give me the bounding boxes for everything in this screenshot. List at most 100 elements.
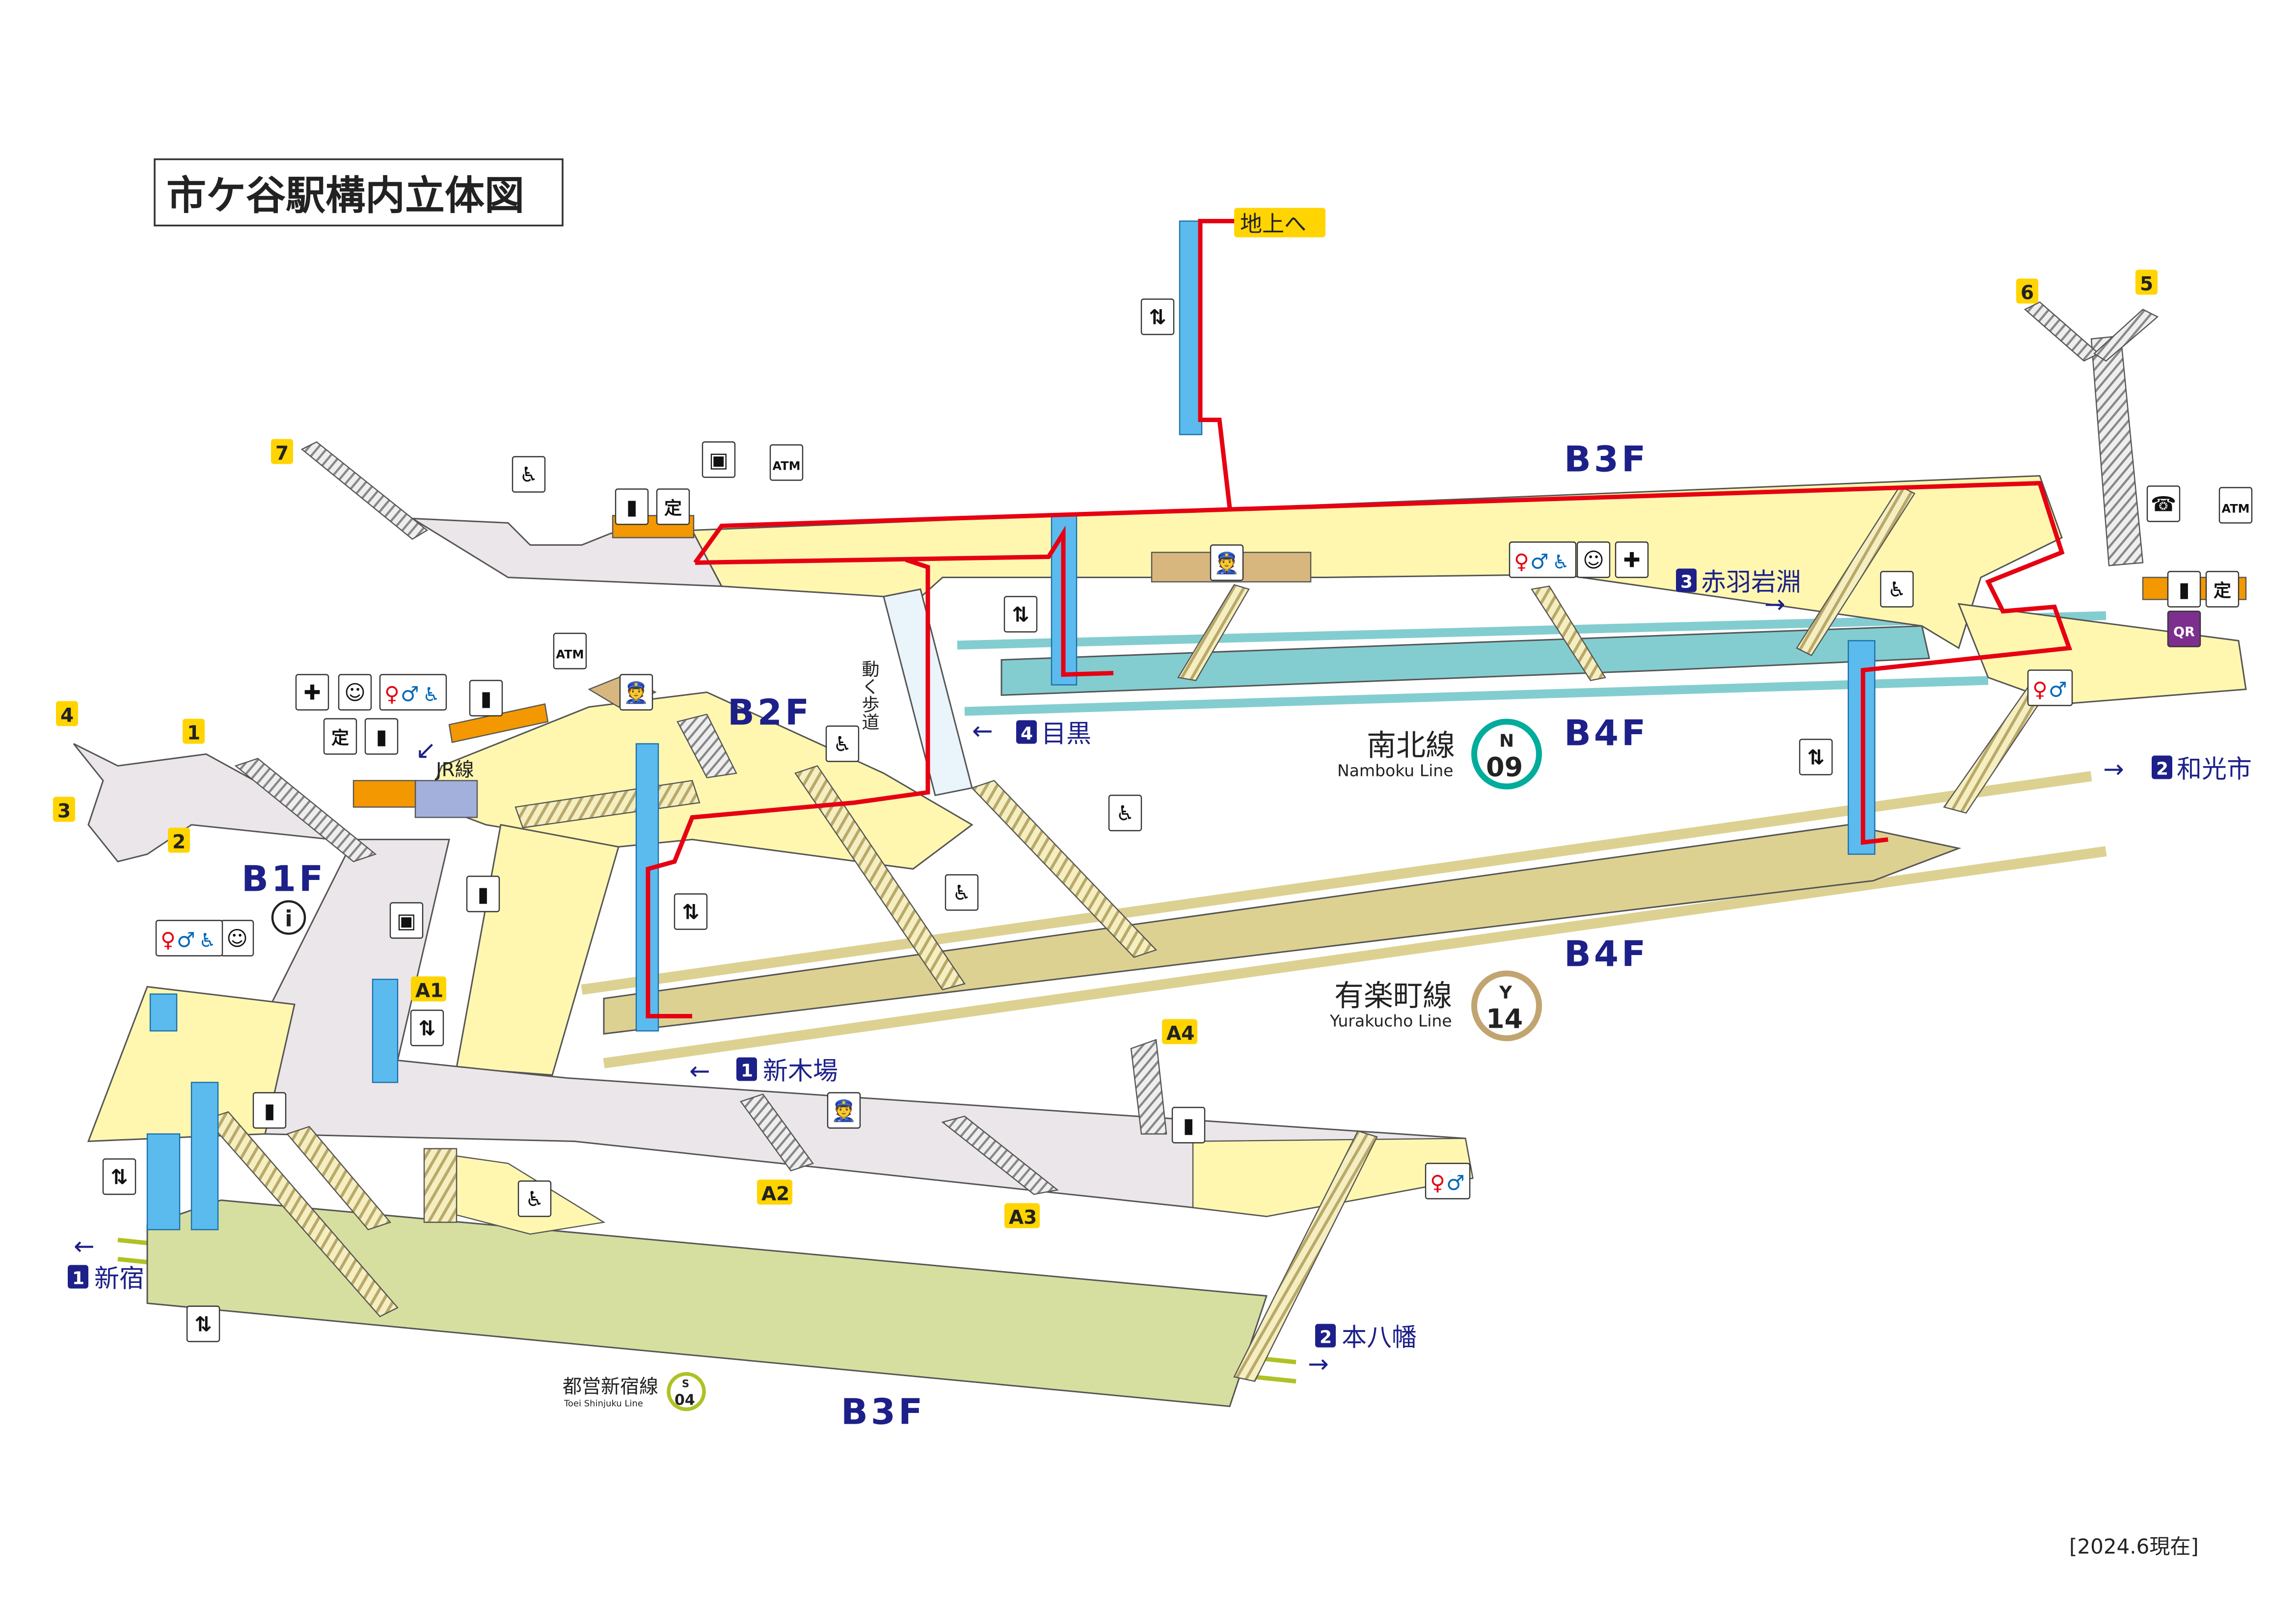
stairs-exit-6-5 bbox=[2090, 335, 2144, 566]
information-glyph: i bbox=[285, 906, 292, 932]
exit-badge-1[interactable]: 1 bbox=[183, 718, 205, 745]
yurakucho-track-upper bbox=[581, 771, 2092, 995]
atm-glyph: ATM bbox=[556, 648, 584, 662]
exit-badge-a1[interactable]: A1 bbox=[411, 976, 446, 1002]
first-aid-icon: ✚ bbox=[1615, 541, 1649, 578]
fare-adjustment-glyph: ▮ bbox=[264, 1099, 275, 1123]
male-icon: ♂ bbox=[1446, 1171, 1465, 1195]
station-number: 09 bbox=[1486, 752, 1523, 783]
elevator-shaft-a1 bbox=[372, 979, 399, 1083]
coin-locker-icon: ▣ bbox=[702, 441, 736, 478]
baby-care-icon: ☺ bbox=[338, 674, 372, 711]
accessible-icon: ♿ bbox=[199, 930, 216, 952]
elevator-shaft-small bbox=[149, 993, 178, 1032]
wheelchair-icon: ♿ bbox=[945, 874, 979, 911]
fare-adjustment-glyph: ▮ bbox=[626, 495, 637, 519]
exit-badge-7[interactable]: 7 bbox=[271, 439, 293, 465]
direction-label: 新宿 bbox=[94, 1265, 144, 1294]
exit-label: A1 bbox=[415, 980, 443, 1002]
stairs-toei-mid bbox=[423, 1148, 458, 1223]
stairs-exit-a4 bbox=[1130, 1038, 1167, 1135]
fare-adjustment-icon: ▮ bbox=[615, 488, 649, 525]
yurakucho-platform bbox=[603, 824, 1962, 1035]
male-icon: ♂ bbox=[177, 928, 195, 952]
line-name-en: Namboku Line bbox=[1337, 761, 1453, 780]
elevator-icon: ⇅ bbox=[1140, 298, 1175, 335]
namboku-platform bbox=[1000, 625, 1930, 696]
exit-badge-5[interactable]: 5 bbox=[2135, 269, 2158, 295]
direction-label: 赤羽岩淵 bbox=[1701, 568, 1801, 597]
jr-transfer-gate bbox=[414, 780, 478, 818]
wheelchair-ramp-glyph: ♿ bbox=[519, 463, 538, 487]
escalator-wheelchair-glyph: ♿ bbox=[833, 732, 852, 756]
exit-badge-6[interactable]: 6 bbox=[2016, 278, 2038, 304]
arrow-left-icon: ← bbox=[74, 1232, 95, 1261]
elevator-glyph: ⇅ bbox=[1807, 745, 1824, 770]
accessible-route bbox=[646, 218, 2073, 1018]
baby-care-glyph: ☺ bbox=[1583, 548, 1604, 572]
exit-label: 6 bbox=[2021, 282, 2034, 304]
fare-adjustment-icon: ▮ bbox=[2167, 571, 2201, 608]
wheelchair-ramp-glyph: ♿ bbox=[1888, 578, 1906, 602]
title-text: 市ケ谷駅構内立体図 bbox=[166, 173, 524, 219]
exit-label: 5 bbox=[2140, 273, 2153, 295]
escalator-namboku-2 bbox=[1531, 585, 1606, 681]
toei-line-badge: 都営新宿線 Toei Shinjuku Line S 04 bbox=[563, 1372, 706, 1411]
exit-badge-a3[interactable]: A3 bbox=[1004, 1203, 1040, 1229]
stairs-exit-5 bbox=[2093, 309, 2159, 362]
line-name-ja: 南北線 bbox=[1367, 729, 1455, 763]
exit-label: A4 bbox=[1166, 1023, 1194, 1045]
first-aid-glyph: ✚ bbox=[1623, 548, 1640, 572]
female-icon: ♀ bbox=[1430, 1171, 1445, 1195]
stairs-exit-7 bbox=[300, 441, 429, 540]
direction-meguro: ← 4 目黒 bbox=[972, 717, 1091, 749]
restroom-icon: ♀♂♿ bbox=[155, 920, 223, 957]
coin-locker-glyph: ▣ bbox=[709, 448, 729, 472]
exit-label: 3 bbox=[57, 800, 71, 823]
floor-label-b3f-toei: B3F bbox=[841, 1391, 925, 1433]
restroom-icon: ♀♂ bbox=[1425, 1163, 1471, 1199]
exit-label: A2 bbox=[761, 1183, 789, 1205]
elevator-icon: ⇅ bbox=[1799, 739, 1833, 775]
line-letter: Y bbox=[1499, 983, 1513, 1003]
stairs-exit-6 bbox=[2024, 301, 2100, 362]
wheelchair-glyph: ♿ bbox=[525, 1187, 544, 1211]
exit-badge-2[interactable]: 2 bbox=[168, 827, 190, 853]
female-icon: ♀ bbox=[1514, 550, 1529, 574]
yurakucho-line-symbol bbox=[1471, 970, 1542, 1041]
exit-label: 1 bbox=[187, 722, 200, 745]
elevator-icon: ⇅ bbox=[410, 1010, 444, 1046]
b2f-ticket-block bbox=[352, 780, 416, 808]
exit-badge-a2[interactable]: A2 bbox=[757, 1179, 792, 1205]
exit-badge-a4[interactable]: A4 bbox=[1162, 1019, 1197, 1045]
elevator-glyph: ⇅ bbox=[418, 1016, 435, 1040]
elevator-glyph: ⇅ bbox=[110, 1165, 128, 1189]
arrow-left-icon: ← bbox=[689, 1057, 710, 1086]
baby-care-icon: ☺ bbox=[1576, 541, 1611, 578]
exit-badge-3[interactable]: 3 bbox=[53, 797, 75, 823]
line-letter: S bbox=[682, 1378, 689, 1390]
direction-label: 和光市 bbox=[2177, 755, 2252, 784]
arrow-left-icon: ↙ bbox=[415, 736, 436, 765]
atm-icon: ATM bbox=[2218, 487, 2253, 524]
phone-icon: ☎ bbox=[2146, 485, 2181, 522]
atm-glyph: ATM bbox=[773, 459, 801, 473]
fare-adjustment-icon: ▮ bbox=[252, 1092, 287, 1129]
commuter-pass-glyph: 定 bbox=[331, 728, 349, 748]
escalator-yurakucho-2 bbox=[971, 780, 1158, 958]
wheelchair-ramp-icon: ♿ bbox=[1880, 571, 1914, 608]
escalator-wheelchair-glyph: ♿ bbox=[1116, 801, 1134, 825]
fare-adjustment-glyph: ▮ bbox=[1183, 1114, 1194, 1138]
line-name-ja: 有楽町線 bbox=[1334, 979, 1452, 1013]
escalator-namboku-1 bbox=[1177, 584, 1250, 681]
floor-label-b3f-namboku: B3F bbox=[1564, 439, 1648, 480]
phone-glyph: ☎ bbox=[2151, 492, 2176, 516]
female-icon: ♀ bbox=[384, 682, 400, 706]
baby-care-glyph: ☺ bbox=[226, 927, 248, 951]
b2f-link-corridor bbox=[456, 824, 620, 1076]
exit-badge-4[interactable]: 4 bbox=[56, 701, 78, 727]
stairs-toei-west-2 bbox=[286, 1126, 392, 1230]
accessible-icon: ♿ bbox=[1552, 552, 1569, 574]
station-staff-glyph: 👮 bbox=[1214, 551, 1240, 575]
route-line-b3f-lower bbox=[695, 525, 1114, 677]
